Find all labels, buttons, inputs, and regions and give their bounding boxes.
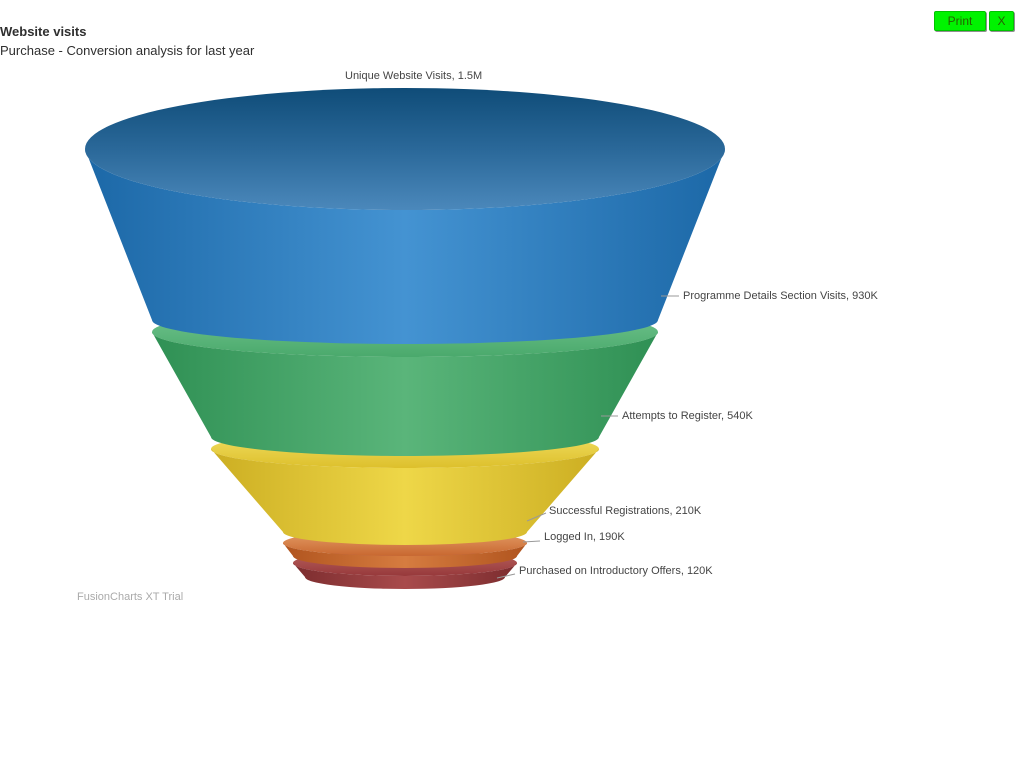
callout-successful-registrations: Successful Registrations, 210K: [549, 505, 702, 517]
print-button[interactable]: Print: [934, 11, 986, 31]
connector-logged-in: [522, 540, 541, 543]
funnel-segment-green[interactable]: [152, 332, 658, 456]
funnel-segment-blue[interactable]: [85, 149, 725, 344]
callout-programme-details: Programme Details Section Visits, 930K: [683, 290, 878, 302]
callout-connectors: [496, 295, 679, 579]
callout-purchased-offers: Purchased on Introductory Offers, 120K: [519, 565, 713, 577]
callout-attempts-register: Attempts to Register, 540K: [622, 410, 753, 422]
callout-logged-in: Logged In, 190K: [544, 531, 625, 543]
connector-successful: [526, 512, 547, 522]
funnel-segment-yellow[interactable]: [211, 449, 599, 545]
callout-unique-visits: Unique Website Visits, 1.5M: [345, 70, 483, 82]
funnel-chart: [85, 88, 725, 589]
funnel-segment-orange[interactable]: [283, 543, 527, 568]
funnel-top-ellipse[interactable]: [85, 88, 725, 210]
connector-purchased: [496, 573, 516, 579]
chart-subtitle: Purchase - Conversion analysis for last …: [0, 43, 255, 58]
funnel-segment-red[interactable]: [293, 563, 517, 589]
chart-title: Website visits: [0, 24, 87, 39]
watermark-label: FusionCharts XT Trial: [77, 591, 184, 603]
close-button[interactable]: X: [989, 11, 1014, 31]
